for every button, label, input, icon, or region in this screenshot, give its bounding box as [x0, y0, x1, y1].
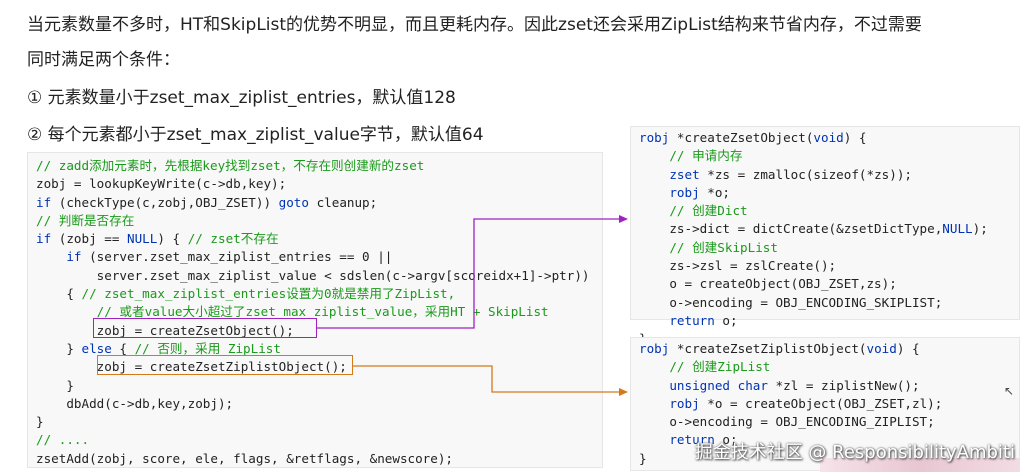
intro-line-2: 同时满足两个条件： [27, 50, 180, 70]
create-zset-ziplist-object-code-block: robj *createZsetZiplistObject(void) { //… [630, 337, 1020, 471]
code-line: robj *createZsetZiplistObject(void) { [639, 341, 920, 356]
orange-arrowhead [619, 388, 628, 396]
code-line: // .... [36, 432, 90, 448]
code-line: { // zset_max_ziplist_entries设置为0就是禁用了Zi… [36, 286, 456, 302]
code-line: // zadd添加元素时，先根据key找到zset，不存在则创建新的zset [36, 158, 425, 173]
mouse-cursor-icon: ↖ [1004, 384, 1015, 398]
code-line: return o; [669, 312, 738, 328]
code-line: zobj = createZsetObject(); [36, 322, 294, 338]
code-line: zobj = lookupKeyWrite(c->db,key); [36, 176, 287, 192]
code-line: return o; [669, 432, 738, 448]
code-line: o->encoding = OBJ_ENCODING_ZIPLIST; [639, 414, 935, 430]
code-line: } else { // 否则，采用 ZipList [36, 340, 281, 356]
purple-arrowhead [619, 215, 628, 223]
code-line: } [36, 377, 74, 393]
create-zset-object-code-block: robj *createZsetObject(void) { // 申请内存 z… [630, 126, 1020, 346]
condition-1: ① 元素数量小于zset_max_ziplist_entries，默认值128 [27, 88, 456, 108]
code-line: zset *zs = zmalloc(sizeof(*zs)); [669, 166, 912, 182]
code-line: zobj = createZsetZiplistObject(); [36, 359, 347, 375]
code-line: } [36, 414, 44, 430]
code-line: // 判断是否存在 [36, 212, 135, 228]
code-line: if (server.zset_max_ziplist_entries == 0… [66, 249, 393, 265]
code-line: } [639, 450, 647, 466]
intro-line-1: 当元素数量不多时，HT和SkipList的优势不明显，而且更耗内存。因此zset… [27, 15, 922, 35]
code-line: robj *createZsetObject(void) { [639, 130, 867, 145]
condition-2: ② 每个元素都小于zset_max_ziplist_value字节，默认值64 [27, 125, 484, 145]
code-line: robj *o = createObject(OBJ_ZSET,zl); [669, 395, 943, 411]
code-line: // 创建ZipList [669, 359, 771, 375]
watermark: 掘金技术社区 @ ResponsibilityAmbiti [694, 442, 1015, 463]
code-line: if (checkType(c,zobj,OBJ_ZSET)) goto cle… [36, 194, 378, 210]
code-line: // 或者value大小超过了zset_max_ziplist_value，采用… [96, 304, 549, 320]
code-line: o->encoding = OBJ_ENCODING_SKIPLIST; [639, 294, 943, 310]
code-line: o = createObject(OBJ_ZSET,zs); [639, 276, 897, 292]
code-line: robj *o; [669, 184, 731, 200]
code-line: unsigned char *zl = ziplistNew(); [669, 377, 920, 393]
code-line: // 创建Dict [669, 203, 748, 219]
decorative-bar [820, 458, 1020, 472]
code-line: if (zobj == NULL) { // zset不存在 [36, 231, 279, 247]
code-line: zs->zsl = zslCreate(); [639, 258, 837, 274]
code-line: dbAdd(c->db,key,zobj); [36, 395, 234, 411]
code-line: // 创建SkipList [669, 239, 778, 255]
code-line: zsetAdd(zobj, score, ele, flags, &retfla… [36, 450, 454, 466]
code-line: zs->dict = dictCreate(&zsetDictType,NULL… [639, 221, 988, 237]
code-line: server.zset_max_ziplist_value < sdslen(c… [36, 267, 590, 283]
zadd-code-block: // zadd添加元素时，先根据key找到zset，不存在则创建新的zset zo… [27, 152, 603, 468]
code-line: // 申请内存 [669, 148, 743, 164]
